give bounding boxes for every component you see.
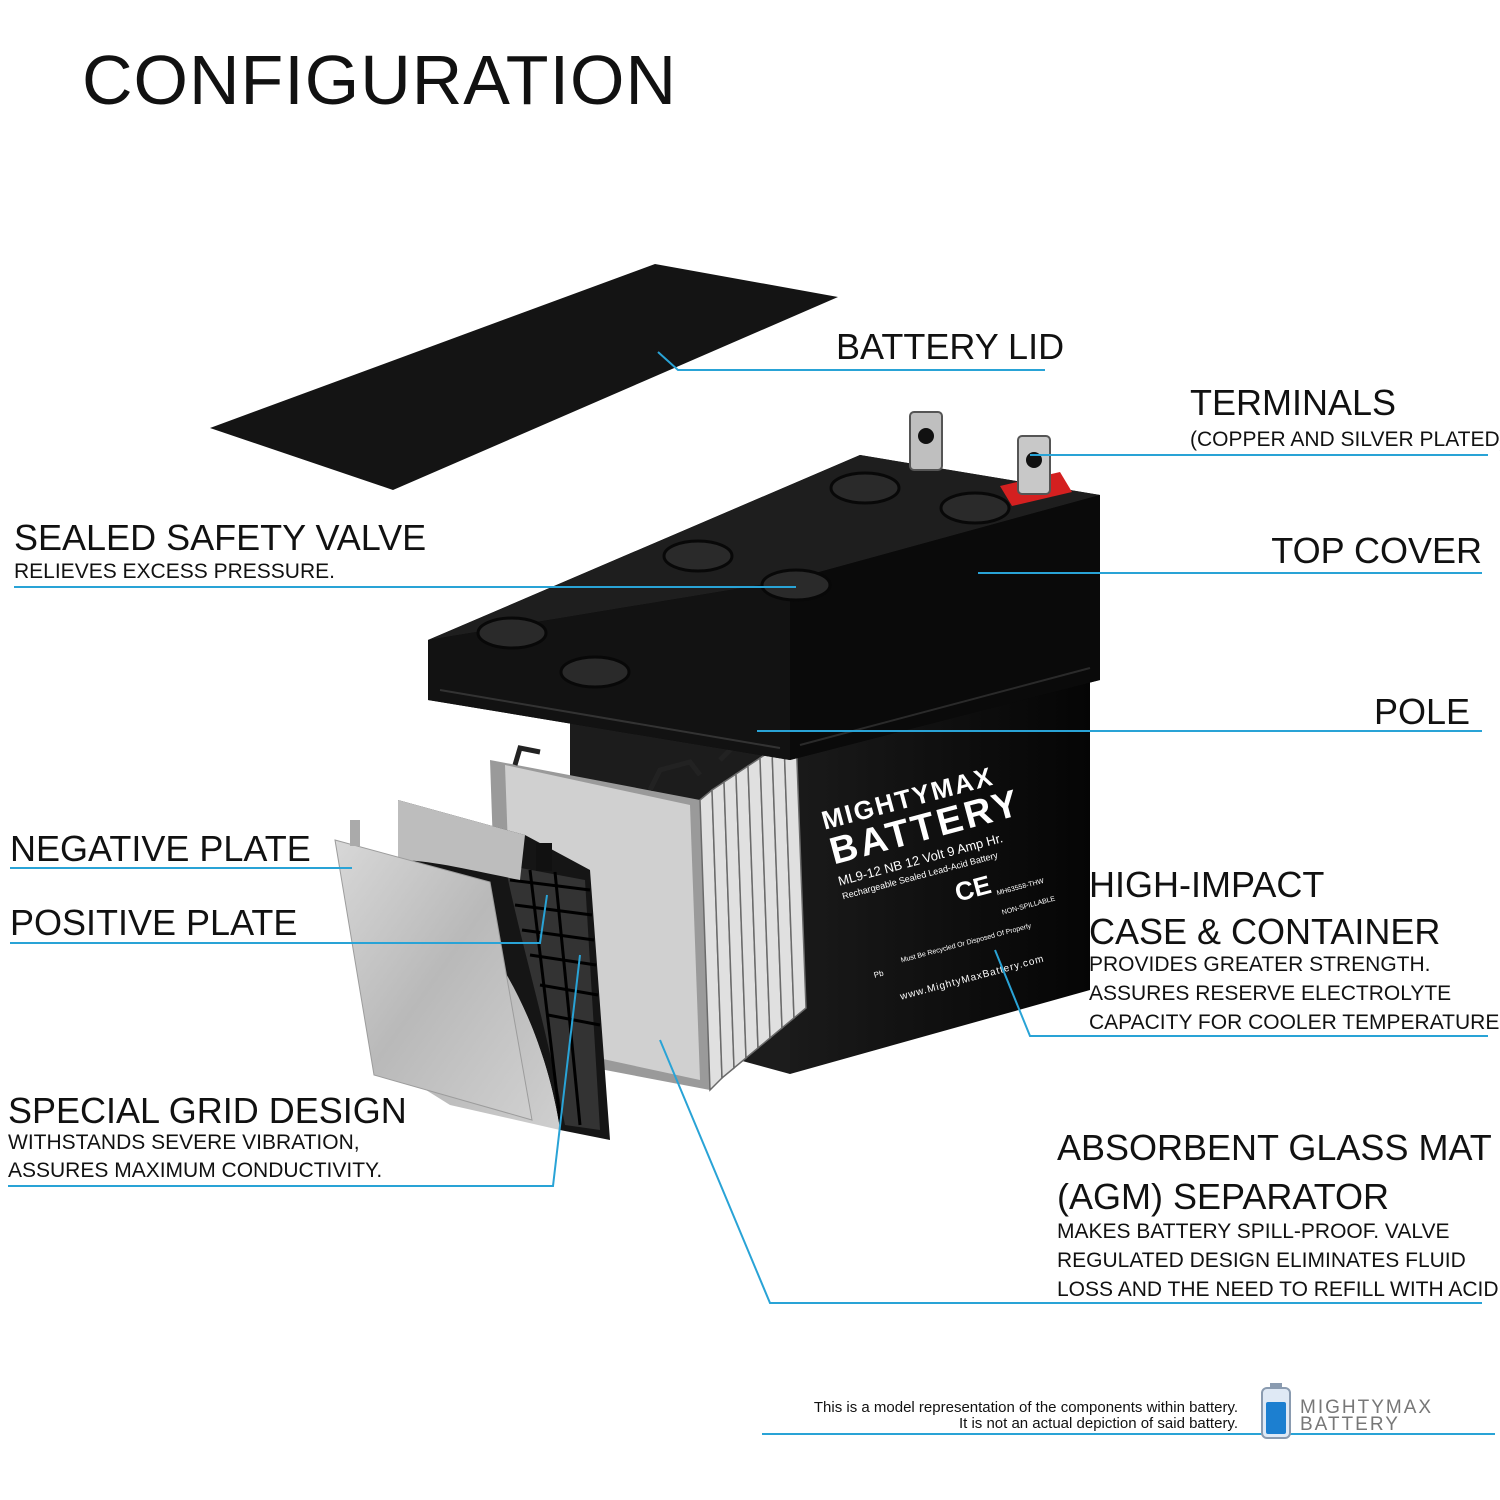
footer-disclaimer-1: This is a model representation of the co…: [813, 1399, 1238, 1416]
label-terminals-sub: (COPPER AND SILVER PLATED): [1190, 428, 1500, 451]
footer-logo-1: MIGHTYMAX: [1300, 1397, 1434, 1418]
label-agm-2: (AGM) SEPARATOR: [1057, 1176, 1390, 1217]
label-battery-lid: BATTERY LID: [836, 326, 1065, 367]
label-case-2: CASE & CONTAINER: [1089, 911, 1441, 952]
label-grid-sub-1: WITHSTANDS SEVERE VIBRATION,: [8, 1131, 360, 1154]
label-agm-sub-2: REGULATED DESIGN ELIMINATES FLUID: [1057, 1249, 1466, 1272]
label-top-cover: TOP COVER: [1271, 530, 1482, 571]
label-case-sub-3: CAPACITY FOR COOLER TEMPERATURES.: [1089, 1011, 1500, 1034]
label-agm-sub-3: LOSS AND THE NEED TO REFILL WITH ACID.: [1057, 1278, 1500, 1301]
label-terminals: TERMINALS: [1190, 382, 1397, 423]
page-title: CONFIGURATION: [82, 41, 678, 119]
label-negative-plate: NEGATIVE PLATE: [10, 828, 311, 869]
label-case-1: HIGH-IMPACT: [1089, 864, 1325, 905]
label-case-sub-1: PROVIDES GREATER STRENGTH.: [1089, 953, 1431, 976]
leader-grid: [8, 954, 581, 1187]
leader-battery-lid: [657, 351, 1045, 371]
case-pb: Pb: [873, 968, 885, 979]
footer-battery-icon: [1261, 1383, 1291, 1439]
label-grid: SPECIAL GRID DESIGN: [8, 1090, 407, 1131]
footer-disclaimer-2: It is not an actual depiction of said ba…: [958, 1415, 1238, 1432]
terminals: [909, 411, 1072, 506]
label-agm-sub-1: MAKES BATTERY SPILL-PROOF. VALVE: [1057, 1220, 1450, 1243]
vent-caps: [476, 471, 1011, 689]
battery-lid: [210, 264, 838, 490]
leader-agm: [659, 1039, 1482, 1304]
label-grid-sub-2: ASSURES MAXIMUM CONDUCTIVITY.: [8, 1159, 383, 1182]
label-agm-1: ABSORBENT GLASS MAT: [1057, 1127, 1492, 1168]
label-sealed-valve: SEALED SAFETY VALVE: [14, 517, 427, 558]
leader-case: [994, 949, 1488, 1037]
negative-plate-tab: [350, 820, 360, 846]
negative-plate: [334, 839, 533, 1121]
label-case-sub-2: ASSURES RESERVE ELECTROLYTE: [1089, 982, 1452, 1005]
leader-lines: [8, 351, 1495, 1435]
label-sealed-valve-sub: RELIEVES EXCESS PRESSURE.: [14, 560, 335, 583]
label-positive-plate: POSITIVE PLATE: [10, 902, 298, 943]
footer-logo-2: BATTERY: [1300, 1414, 1400, 1435]
top-cover: [428, 455, 1100, 760]
leader-positive-plate: [10, 894, 548, 944]
label-pole: POLE: [1373, 691, 1470, 732]
